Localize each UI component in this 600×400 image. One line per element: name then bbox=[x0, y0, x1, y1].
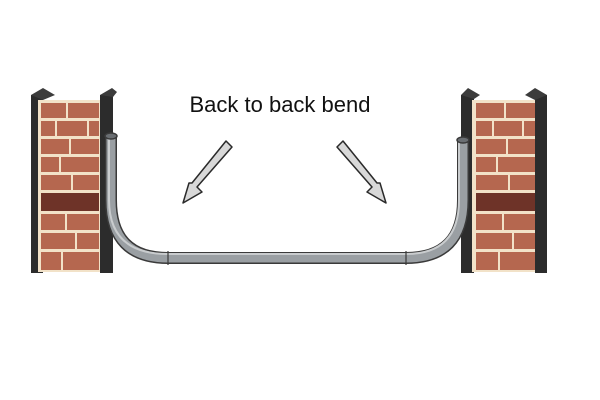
pipe-body bbox=[106, 136, 468, 263]
right-pillar-back-frame bbox=[535, 95, 547, 273]
left-arrow bbox=[182, 140, 233, 204]
left-pillar-front-cap bbox=[100, 88, 117, 97]
right-arrow-shape bbox=[336, 140, 387, 204]
right-brick-courses bbox=[476, 103, 535, 270]
pipe-outline bbox=[105, 136, 469, 264]
right-arrow bbox=[336, 140, 387, 204]
right-pillar-top-cap bbox=[525, 88, 547, 100]
left-brick-pillar bbox=[31, 88, 117, 273]
bent-pipe bbox=[104, 132, 470, 265]
pipe-right-open-end bbox=[456, 136, 470, 144]
left-pillar-top-cap bbox=[31, 88, 55, 100]
pipe-left-open-end bbox=[104, 132, 118, 140]
right-pillar-front-cap bbox=[461, 88, 480, 99]
left-arrow-shape bbox=[182, 140, 233, 204]
left-brick-courses bbox=[41, 103, 99, 270]
pipe-highlight bbox=[108, 138, 460, 255]
diagram-caption: Back to back bend bbox=[189, 92, 371, 117]
